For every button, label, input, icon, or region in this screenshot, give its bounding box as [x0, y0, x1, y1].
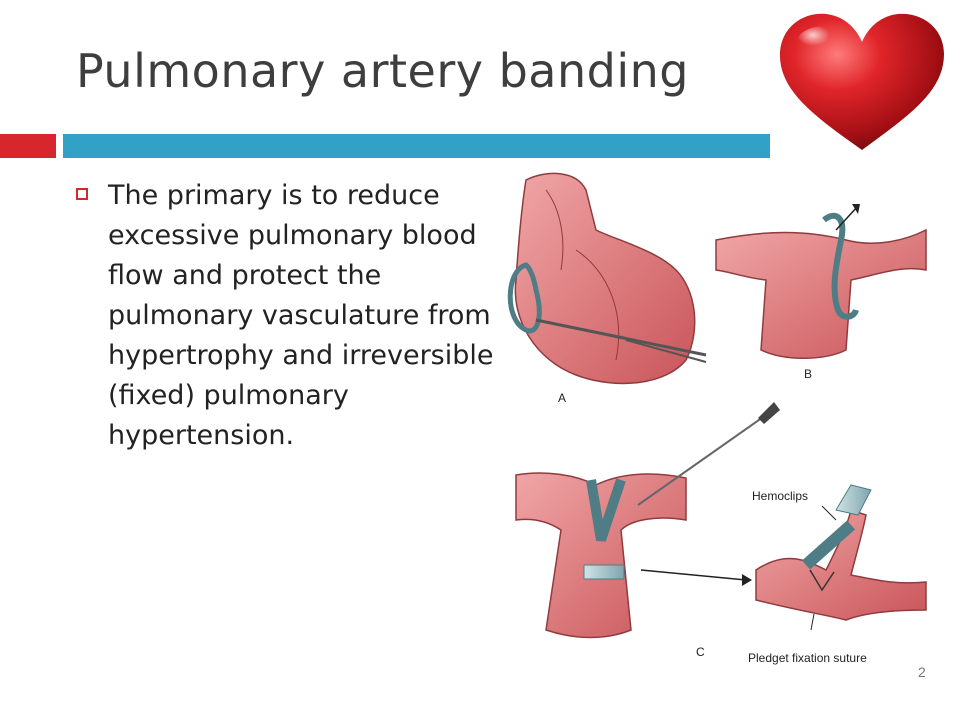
accent-bar-blue [63, 134, 770, 158]
bullet-list: The primary is to reduce excessive pulmo… [76, 176, 496, 456]
panel-a-illustration [507, 172, 707, 385]
panel-c-label: C [696, 645, 705, 659]
pledget-label: Pledget fixation suture [748, 651, 867, 665]
surgical-illustration: A B Hemoclips C Pledget fixation suture [507, 172, 927, 665]
panel-b-illustration [715, 204, 927, 359]
panel-a-label: A [558, 391, 566, 405]
panel-c-illustration [515, 402, 927, 639]
slide-number: 2 [918, 664, 926, 680]
bullet-marker [76, 188, 88, 200]
heart-icon [779, 13, 944, 151]
panel-b-label: B [804, 367, 812, 381]
slide-title: Pulmonary artery banding [76, 44, 689, 98]
hemoclips-label: Hemoclips [752, 489, 808, 503]
bullet-text: The primary is to reduce excessive pulmo… [108, 180, 494, 451]
accent-bar-red [0, 134, 56, 158]
